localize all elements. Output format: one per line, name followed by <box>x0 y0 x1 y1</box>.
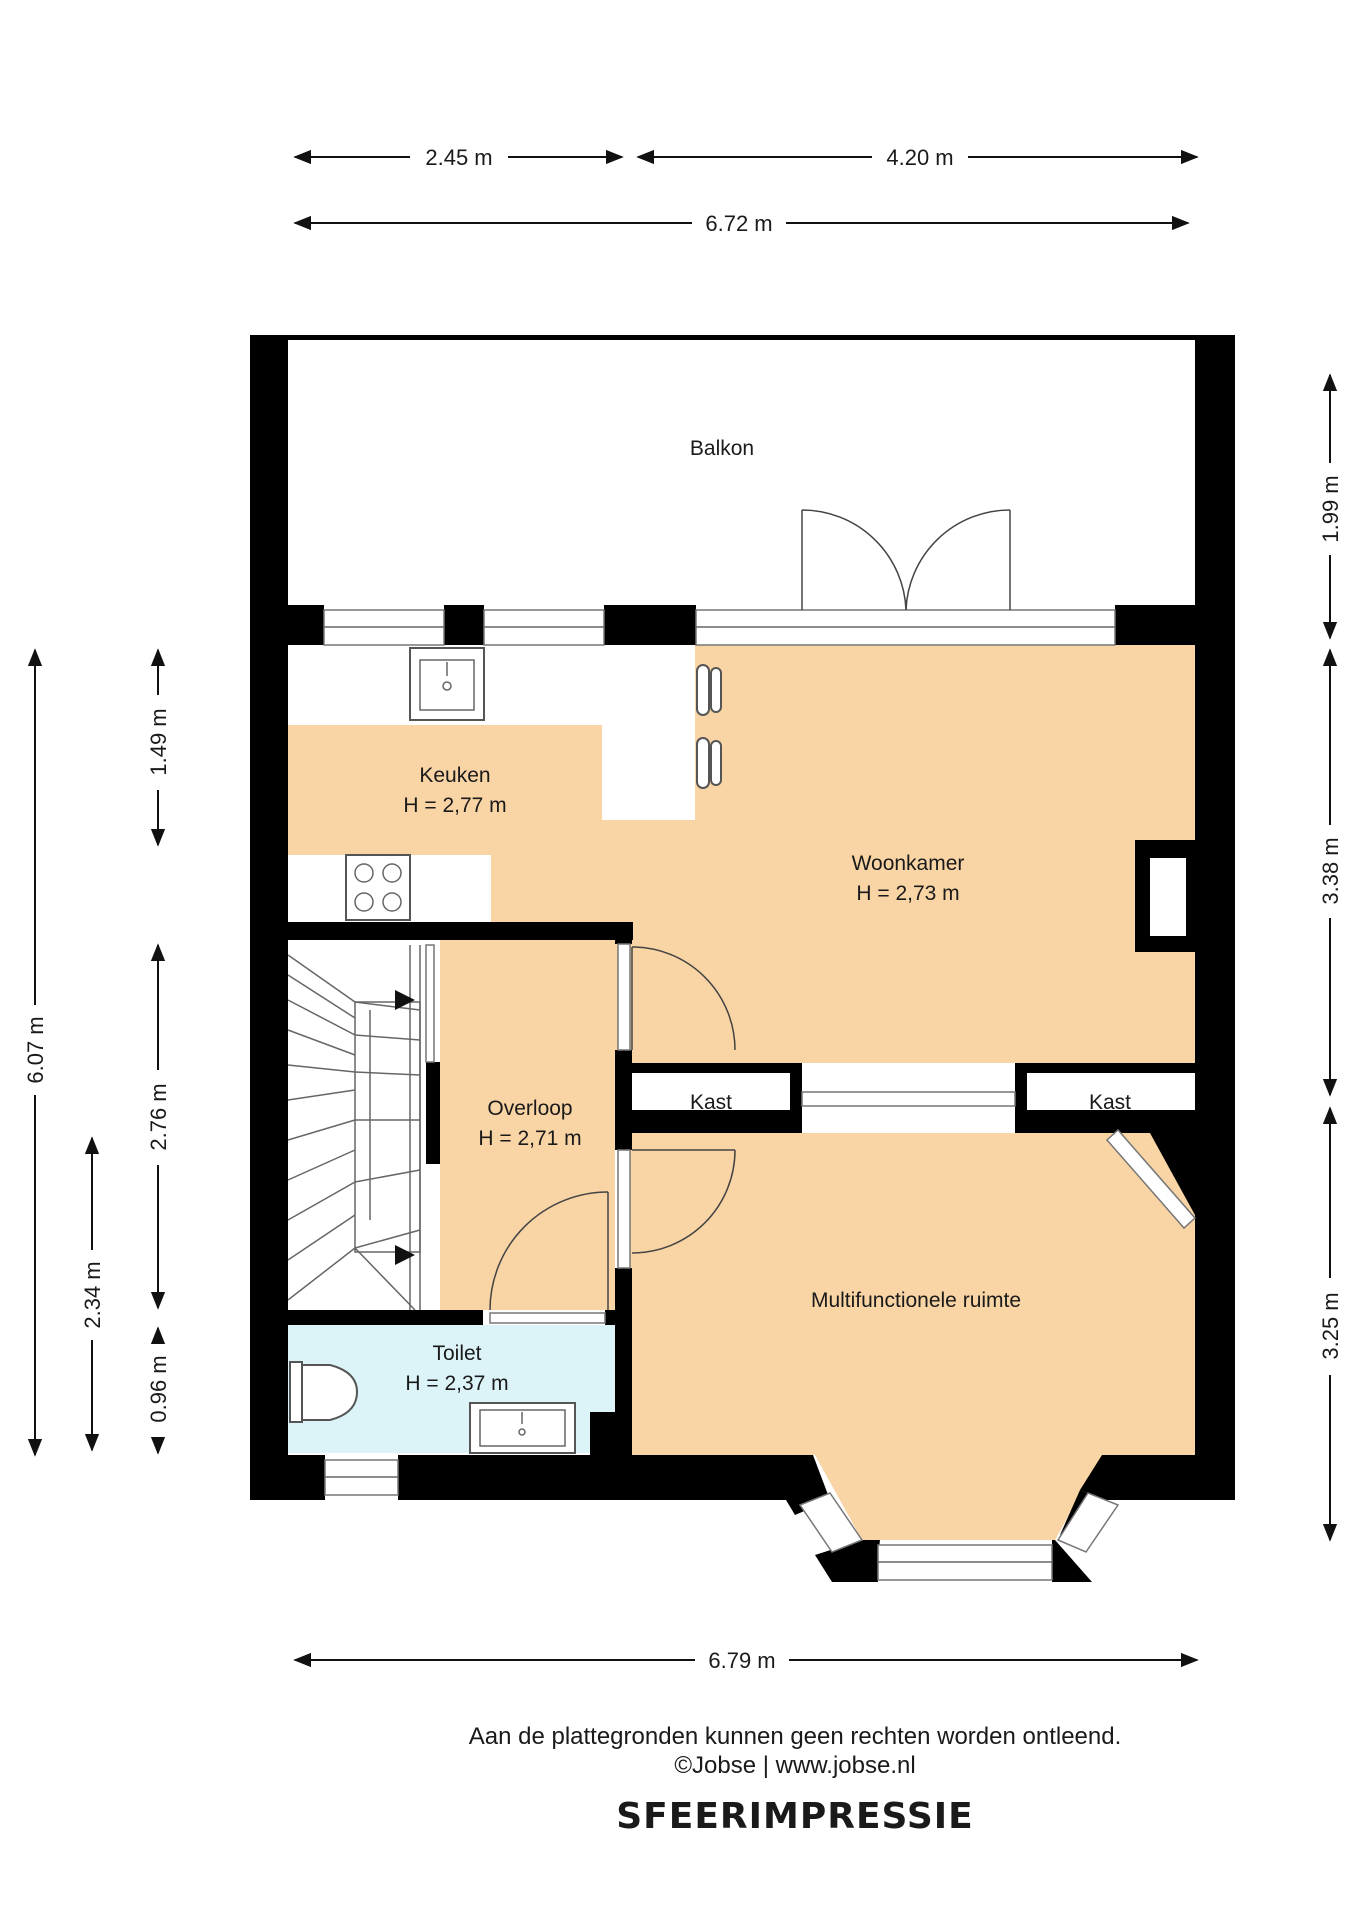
keuken-label: Keuken <box>419 764 490 787</box>
kast-left-label: Kast <box>690 1091 732 1114</box>
keuken-height: H = 2,77 m <box>403 794 506 817</box>
dim-left-b: 2.76 m <box>146 1083 171 1150</box>
toilet-sink <box>469 1402 576 1454</box>
kast-door-opening <box>801 1091 1016 1107</box>
sink <box>409 647 485 721</box>
burner-2 <box>382 863 402 883</box>
footer: Aan de plattegronden kunnen geen rechten… <box>469 1723 1122 1837</box>
dim-bottom-total: 6.79 m <box>708 1648 775 1673</box>
doors <box>489 509 1011 1311</box>
dim-left-d: 0.96 m <box>146 1355 171 1422</box>
toilet-sink-basin <box>479 1409 566 1447</box>
toilet-label: Toilet <box>432 1342 481 1365</box>
dim-right-mid: 3.38 m <box>1318 837 1343 904</box>
kast-right-box <box>1027 1073 1195 1110</box>
woonkamer-height: H = 2,73 m <box>856 882 959 905</box>
room-floors <box>288 645 1195 1540</box>
kast-left-box <box>632 1073 790 1110</box>
toilet-tank <box>289 1361 303 1423</box>
toilet-height: H = 2,37 m <box>405 1372 508 1395</box>
dim-right-top: 1.99 m <box>1318 475 1343 542</box>
walls <box>250 335 1235 1582</box>
woonkamer-label: Woonkamer <box>852 852 965 875</box>
counter-top <box>288 645 695 820</box>
kast-right-label: Kast <box>1089 1091 1131 1114</box>
dim-top-left: 2.45 m <box>425 145 492 170</box>
copyright-text: ©Jobse | www.jobse.nl <box>674 1752 915 1779</box>
dim-left-a: 1.49 m <box>146 708 171 775</box>
dim-right-bottom: 3.25 m <box>1318 1292 1343 1359</box>
toilet-fixtures <box>289 1361 576 1454</box>
dim-top-right: 4.20 m <box>886 145 953 170</box>
sink-drain <box>442 681 452 691</box>
multifunctionele-label: Multifunctionele ruimte <box>811 1289 1021 1312</box>
bar-stools <box>696 664 722 789</box>
toilet-bowl <box>294 1364 359 1421</box>
room-labels: Balkon Keuken H = 2,77 m Woonkamer H = 2… <box>403 437 1131 1395</box>
overloop-floor <box>440 940 615 1310</box>
burner-3 <box>354 892 374 912</box>
overloop-height: H = 2,71 m <box>478 1127 581 1150</box>
dim-left-total: 6.07 m <box>23 1016 48 1083</box>
burner-1 <box>354 863 374 883</box>
disclaimer-text: Aan de plattegronden kunnen geen rechten… <box>469 1723 1122 1750</box>
dim-left-c: 2.34 m <box>80 1261 105 1328</box>
windows <box>323 609 1197 1581</box>
balkon-label: Balkon <box>690 437 754 460</box>
dim-top-total: 6.72 m <box>705 211 772 236</box>
brand-title: SFEERIMPRESSIE <box>616 1796 974 1837</box>
overloop-label: Overloop <box>487 1097 572 1120</box>
dimension-labels: 2.45 m 4.20 m 6.72 m 6.79 m 1.99 m 3.38 … <box>23 145 1343 1673</box>
kitchen-counters <box>288 645 722 925</box>
keuken-floor <box>288 720 603 855</box>
dimension-lines <box>27 149 1338 1668</box>
staircase <box>287 940 434 1311</box>
stair-arrow-up <box>395 990 415 1010</box>
stove <box>345 854 411 921</box>
multifunctionele-floor <box>630 1133 1195 1540</box>
sink-basin <box>419 659 475 711</box>
stair-arrow-down <box>395 1245 415 1265</box>
burner-4 <box>382 892 402 912</box>
